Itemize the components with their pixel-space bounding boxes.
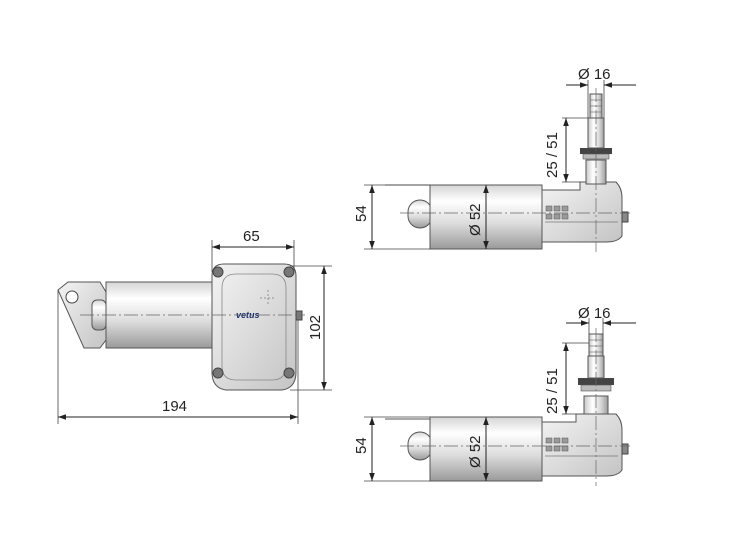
gearbox-housing: [541, 181, 623, 243]
shaft-length-label: 25 / 51: [544, 132, 561, 178]
height-dim-label: 54: [353, 437, 370, 454]
top-view: vetus 65 102 194: [57, 228, 332, 424]
height-dim-label: 102: [307, 315, 324, 340]
side-view-lower: Ø 16 25 / 51 Ø 52 54: [353, 305, 636, 486]
shaft-crosshair: [260, 290, 276, 306]
shaft-diameter-label: Ø 16: [578, 66, 611, 83]
side-view-upper: Ø 16 25 / 51 Ø 52 54: [353, 66, 636, 252]
gear-teeth: [545, 205, 569, 220]
gearbox-housing: [541, 413, 623, 477]
housing-screw-bl: [212, 367, 224, 379]
bracket-hole: [65, 290, 79, 304]
side-bolt: [295, 310, 303, 321]
length-dim-label: 194: [162, 398, 187, 415]
gearbox-housing: [211, 263, 297, 391]
height-dim-label: 54: [353, 205, 370, 222]
side-bolt: [621, 443, 629, 455]
side-bolt: [621, 211, 629, 223]
shaft-diameter-label: Ø 16: [578, 305, 611, 322]
housing-screw-tl: [212, 266, 224, 278]
body-diameter-label: Ø 52: [467, 435, 484, 468]
gear-teeth: [545, 437, 569, 452]
motor-end-cap: [407, 199, 433, 229]
shaft-length-label: 25 / 51: [544, 368, 561, 414]
width-dim-label: 65: [243, 228, 260, 245]
housing-screw-tr: [283, 266, 295, 278]
body-diameter-label: Ø 52: [467, 203, 484, 236]
housing-screw-br: [283, 367, 295, 379]
gearbox-inner-outline: [221, 273, 287, 381]
